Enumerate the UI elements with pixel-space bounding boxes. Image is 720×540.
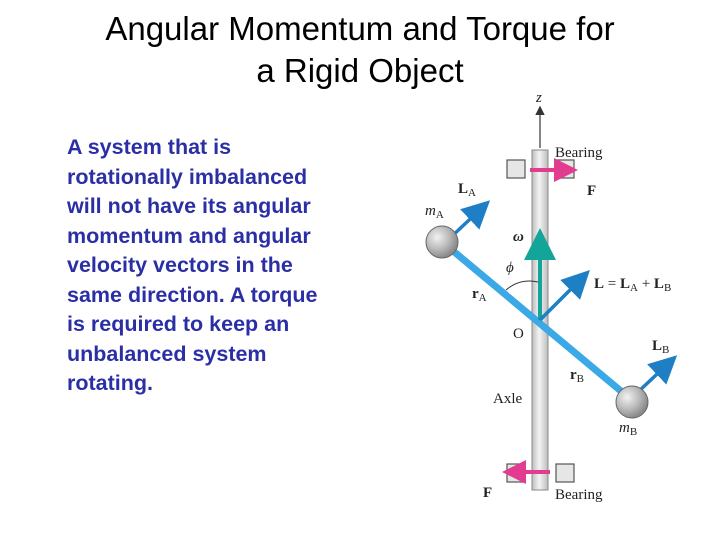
mass-A xyxy=(425,225,459,259)
mass-B xyxy=(615,385,649,419)
slide-title-line-2: a Rigid Object xyxy=(256,52,464,89)
body-line-2: rotationally imbalanced xyxy=(67,164,308,189)
body-line-4: momentum and angular xyxy=(67,223,311,248)
phi-arc xyxy=(505,280,539,291)
body-line-6: same direction. A torque xyxy=(67,282,318,307)
slide-title-line-1: Angular Momentum and Torque for xyxy=(105,10,615,47)
bearing-bottom-right xyxy=(555,463,575,483)
m-B-label: mB xyxy=(619,420,637,438)
L-total-equation: L = LA + LB xyxy=(594,276,671,294)
L-A-arrow xyxy=(448,200,491,240)
L-A-label: LA xyxy=(458,181,476,199)
body-line-3: will not have its angular xyxy=(67,194,311,218)
L-total-arrow xyxy=(538,270,590,322)
bearing-top-left xyxy=(506,159,526,179)
L-B-label: LB xyxy=(652,338,669,356)
r-A-label: rA xyxy=(472,286,487,304)
slide-title: Angular Momentum and Torque for a Rigid … xyxy=(0,8,720,92)
r-B-label: rB xyxy=(570,367,584,385)
bearing-bottom-label: Bearing xyxy=(555,487,603,503)
m-A-label: mA xyxy=(425,203,444,221)
body-line-5: velocity vectors in the xyxy=(67,253,293,277)
origin-label: O xyxy=(513,326,524,342)
body-line-8: unbalanced system xyxy=(67,341,267,366)
body-line-1: A system that is xyxy=(67,135,232,159)
rod xyxy=(436,236,638,406)
phi-label: ϕ xyxy=(506,260,514,276)
force-top-label: F xyxy=(587,183,596,199)
body-line-9: rotating. xyxy=(67,371,153,395)
L-B-arrow xyxy=(636,355,678,394)
z-axis-label: z xyxy=(535,90,542,106)
force-bottom-label: F xyxy=(483,485,492,501)
slide-body-text: A system that is rotationally imbalanced… xyxy=(67,133,407,399)
body-line-7: is required to keep an xyxy=(67,312,290,336)
axle-label: Axle xyxy=(493,391,523,407)
bearing-top-label: Bearing xyxy=(555,145,603,161)
omega-label: ω xyxy=(513,229,524,245)
